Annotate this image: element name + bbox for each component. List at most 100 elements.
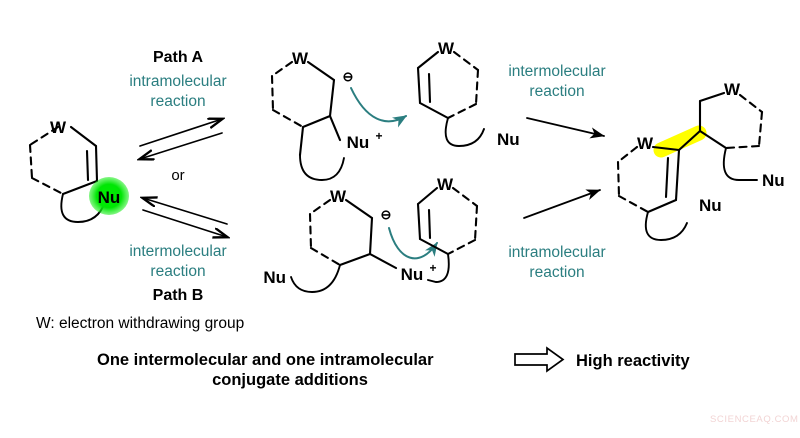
a-ring-dash-1 xyxy=(270,60,294,78)
ring-bond-solid-3 xyxy=(61,179,99,196)
b-onium-label: Nu xyxy=(401,265,424,284)
b-tether-left xyxy=(290,264,341,293)
b2-alkene-inner xyxy=(427,208,432,240)
ring-bond-dashed-3 xyxy=(30,176,65,196)
eq-arrow-forward-bottom xyxy=(142,209,227,237)
b2-ring-solid-1 xyxy=(416,186,439,206)
intermediate-path-b: W ⊖ Nu + Nu W xyxy=(263,175,479,293)
bottom-arrow-caption-line1: intramolecular xyxy=(508,244,605,261)
equilibrium-arrow-path-b xyxy=(143,198,227,237)
p-ring-dash-3 xyxy=(617,194,650,214)
a2-ring-solid-2 xyxy=(416,66,422,105)
atom-label-W: W xyxy=(50,118,67,137)
eq-arrow-reverse-bottom xyxy=(143,198,228,225)
a-bond-to-onium xyxy=(328,114,342,142)
b-nucleophile-label-left: Nu xyxy=(263,268,286,287)
a-ring-dash-3 xyxy=(271,108,305,129)
a-atom-label-W: W xyxy=(292,49,309,68)
new-bond-highlight xyxy=(653,125,707,158)
rxn-arrow-bottom-line xyxy=(523,189,601,219)
a2-ring-dash-1 xyxy=(452,50,480,72)
b-onium-charge: + xyxy=(429,261,436,275)
a-ring-solid-2 xyxy=(328,78,336,118)
b-ring-solid-2 xyxy=(368,216,374,256)
reaction-arrow-bottom xyxy=(523,189,601,219)
top-arrow-caption-line2: reaction xyxy=(529,83,584,100)
b2-atom-label-W: W xyxy=(437,175,454,194)
p-ring-dash-1 xyxy=(616,145,639,164)
path-b-label: Path B xyxy=(153,287,204,304)
path-b-caption-line1: intermolecular xyxy=(129,243,226,260)
b2-ring-dash-2 xyxy=(473,204,479,242)
conclusion-block-arrow xyxy=(514,346,565,373)
p-atom-label-W-right: W xyxy=(724,80,741,99)
p-nucleophile-label-right: Nu xyxy=(762,171,785,190)
a2-ring-solid-1 xyxy=(416,50,440,70)
bottom-arrow-caption-line2: reaction xyxy=(529,264,584,281)
p-tether-left xyxy=(644,211,688,241)
nucleophile-label: Nu xyxy=(98,188,121,207)
electron-push-arrow-top xyxy=(350,87,408,128)
intermediate-path-a: W ⊖ Nu + W Nu xyxy=(270,39,520,181)
a2-atom-label-W: W xyxy=(438,39,455,58)
legend-text: W: electron withdrawing group xyxy=(36,315,244,332)
p2-ring-dash-3 xyxy=(724,144,761,150)
caption-line-2: conjugate additions xyxy=(212,371,368,389)
a-fused-chain xyxy=(299,154,345,181)
path-a-label: Path A xyxy=(153,49,204,66)
b2-ring-solid-2 xyxy=(416,202,422,241)
b-atom-label-W: W xyxy=(330,187,347,206)
a2-ring-solid-3 xyxy=(418,101,450,120)
b-bond-to-onium xyxy=(368,252,398,270)
new-carbon-carbon-bond xyxy=(677,129,702,152)
b-ring-dash-3 xyxy=(309,246,342,267)
a-ring-solid-1 xyxy=(306,60,336,82)
p2-ring-dash-1 xyxy=(738,93,764,114)
p-alkene-inner xyxy=(664,156,670,199)
top-arrow-caption-line1: intermolecular xyxy=(508,63,605,80)
a2-ring-dash-3 xyxy=(446,102,478,120)
b-ring-dash-2 xyxy=(308,212,313,250)
a-onium-charge: + xyxy=(375,129,382,143)
p2-ring-solid-2 xyxy=(698,91,726,103)
electron-push-arrow-bottom xyxy=(388,227,438,260)
eq-arrow-forward-top xyxy=(139,119,222,147)
watermark-text: SCIENCEAQ.COM xyxy=(710,414,799,425)
ring-bond-solid-1 xyxy=(69,125,98,148)
alkene-inner-line xyxy=(85,149,90,182)
p2-ring-dash-2 xyxy=(757,110,764,148)
b-ring-solid-1 xyxy=(344,198,374,220)
caption-line-1: One intermolecular and one intramolecula… xyxy=(97,351,434,369)
a2-ring-dash-2 xyxy=(474,68,480,106)
p-ring-solid-3 xyxy=(646,198,678,214)
reaction-arrow-top xyxy=(526,117,605,139)
a2-nucleophile-label: Nu xyxy=(497,130,520,149)
p-ring-solid-1 xyxy=(651,145,681,152)
or-label: or xyxy=(171,167,184,184)
b2-ring-dash-1 xyxy=(451,186,479,208)
path-b-caption-line2: reaction xyxy=(150,263,205,280)
b-ring-solid-3 xyxy=(338,252,372,267)
product: W Nu W Nu xyxy=(616,80,785,241)
equilibrium-arrow-path-a xyxy=(140,119,222,159)
path-a-caption-line1: intramolecular xyxy=(129,73,226,90)
starting-material: W Nu xyxy=(28,118,129,223)
p2-ring-solid-3 xyxy=(698,129,728,150)
b2-ring-dash-3 xyxy=(446,238,477,256)
a-ring-solid-3 xyxy=(301,114,332,129)
b2-tether-to-onium xyxy=(427,253,450,283)
p-tether-right xyxy=(722,147,758,181)
a2-alkene-inner xyxy=(427,72,432,104)
ring-bond-solid-2 xyxy=(94,144,99,183)
ring-bond-dashed-1 xyxy=(28,125,60,147)
a-fused-bond-1 xyxy=(298,125,305,157)
b-ring-dash-1 xyxy=(308,198,332,216)
a-ring-dash-2 xyxy=(270,74,275,112)
a-onium-label: Nu xyxy=(347,133,370,152)
ring-bond-dashed-2 xyxy=(28,143,34,180)
p-ring-solid-2 xyxy=(674,148,681,202)
b2-ring-solid-3 xyxy=(418,237,450,256)
b-carbanion-charge: ⊖ xyxy=(381,207,392,222)
